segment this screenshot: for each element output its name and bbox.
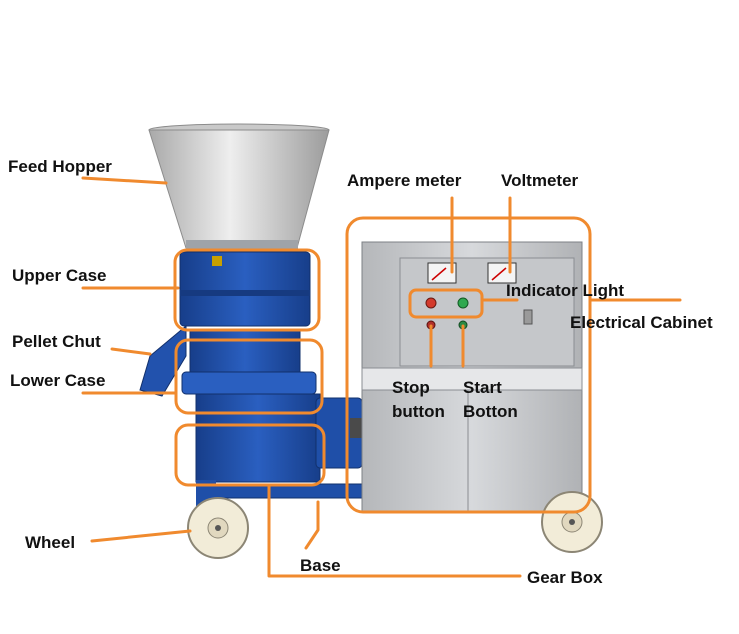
voltmeter-label: Voltmeter [501,171,579,190]
wheel-label: Wheel [25,533,76,552]
gear-box-outline [174,423,326,487]
upper-case-label: Upper Case [12,266,107,285]
start-button-label-line2: Botton [463,402,518,421]
cabinet-lock [523,309,533,325]
pellet-chut-leader [110,347,152,356]
wheel-leader [90,529,192,543]
feed-hopper [148,123,330,252]
upper-case-outline [173,248,321,332]
ampere-meter-dial [427,262,457,284]
stop-button-label-line1: Stop [392,378,430,397]
stop-indicator-light [425,297,437,309]
wheel-left [187,497,249,559]
pellet-chut-label: Pellet Chut [12,332,101,351]
electrical-cabinet-label: Electrical Cabinet [570,313,713,332]
gear-box-leader [267,484,522,578]
electrical-cabinet-outline [345,216,592,514]
indicator-light-label: Indicator Light [506,281,625,300]
start-indicator-light [457,297,469,309]
base-leader [304,500,320,550]
ampere-meter-label: Ampere meter [347,171,462,190]
gear-box-label: Gear Box [527,568,603,587]
feed-hopper-label: Feed Hopper [8,157,112,176]
voltmeter-dial [487,262,517,284]
indicator-light-outline [408,288,484,319]
start-button-label-line1: Start [463,378,502,397]
wheel-right [541,491,603,553]
gear-box [195,393,364,483]
lower-case [181,329,317,395]
stop-button-label-line2: button [392,402,445,421]
callout-lines [81,176,682,578]
pellet-mill-machine [139,123,603,559]
pellet-chute [139,324,187,397]
upper-case [179,251,311,327]
cabinet-body [361,241,583,513]
lower-case-label: Lower Case [10,371,106,390]
feed-hopper-leader [81,176,168,185]
base-label: Base [300,556,341,575]
lower-case-outline [174,338,324,415]
